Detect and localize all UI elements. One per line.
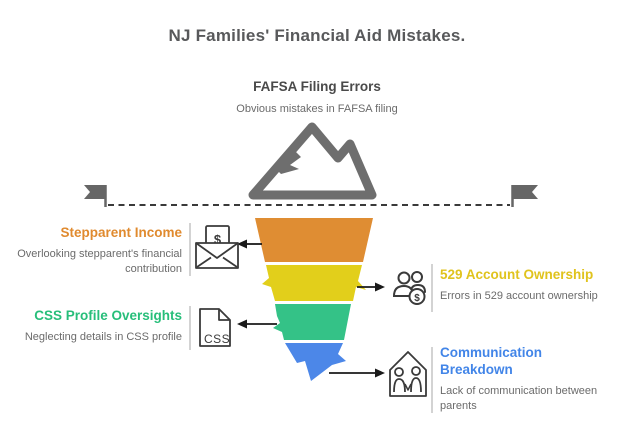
stage-description: Errors in 529 account ownership [440, 289, 598, 302]
stage-stepparent-income: Stepparent Income Overlooking stepparent… [0, 225, 182, 277]
mountain-icon [248, 122, 377, 200]
stage-description: Neglecting details in CSS profile [24, 330, 182, 343]
stage-description: Lack of communication between parents [440, 384, 598, 412]
stage-title: Stepparent Income [60, 225, 182, 240]
page-title: NJ Families' Financial Aid Mistakes. [168, 26, 466, 45]
arrow-left-stage-1 [237, 239, 262, 249]
arrow-right-stage-2 [357, 282, 385, 292]
arrow-right-stage-4 [329, 368, 385, 378]
stage-description: Overlooking stepparent's financial contr… [17, 247, 182, 275]
people-dollar-icon: $ [392, 271, 426, 305]
stage-title: 529 Account Ownership [440, 267, 594, 282]
arrow-left-stage-3 [237, 319, 277, 329]
dollar-glyph: $ [414, 293, 420, 304]
stage-communication: Communication Breakdown Lack of communic… [440, 345, 598, 413]
stage-529-ownership: 529 Account Ownership Errors in 529 acco… [440, 267, 620, 304]
funnel-stage-3 [273, 304, 351, 340]
stage-css-profile: CSS Profile Oversights Neglecting detail… [0, 308, 182, 345]
stage-title: Communication Breakdown [440, 345, 543, 377]
stage-fafsa-description: Obvious mistakes in FAFSA filing [236, 103, 398, 115]
flag-icon [511, 185, 538, 207]
css-glyph: CSS [204, 332, 230, 346]
flag-icon [84, 185, 107, 207]
stage-title: CSS Profile Oversights [34, 308, 182, 323]
stage-fafsa-label: FAFSA Filing Errors [253, 79, 381, 94]
house-family-icon [389, 351, 427, 397]
dollar-glyph: $ [214, 232, 222, 247]
css-file-icon: CSS [199, 308, 231, 347]
funnel-stage-4 [285, 343, 346, 381]
envelope-dollar-icon: $ [195, 225, 239, 269]
funnel-stage-2 [262, 265, 366, 301]
funnel-stage-1 [255, 218, 373, 262]
